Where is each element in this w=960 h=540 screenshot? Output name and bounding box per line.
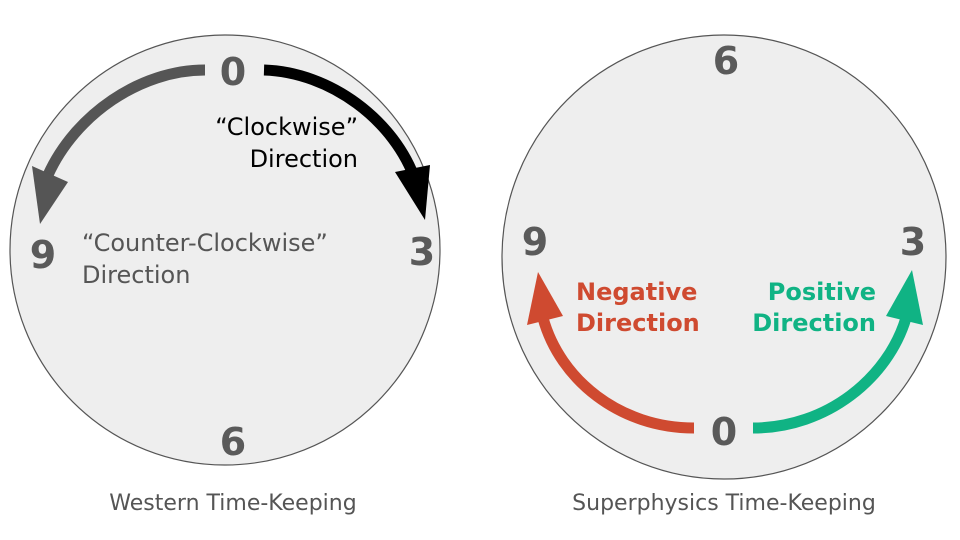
counter-clockwise-label: “Counter-Clockwise”	[82, 229, 328, 257]
clockwise-arrow-icon	[263, 64, 430, 220]
superphysics-number-left: 9	[522, 220, 548, 264]
western-clock-face	[9, 34, 441, 466]
positive-direction-arrow-icon	[752, 270, 923, 434]
western-caption: Western Time-Keeping	[109, 491, 356, 516]
western-number-left: 9	[30, 233, 56, 277]
clockwise-label-direction: Direction	[250, 145, 358, 173]
superphysics-caption: Superphysics Time-Keeping	[572, 491, 876, 516]
superphysics-number-top: 6	[713, 39, 739, 83]
western-number-top: 0	[220, 50, 246, 94]
positive-label-direction: Direction	[752, 309, 876, 337]
western-number-right: 3	[409, 230, 435, 274]
superphysics-number-bottom: 0	[711, 410, 737, 454]
negative-label: Negative	[576, 278, 697, 306]
superphysics-clock: 6 3 0 9 Negative Direction Positive Dire…	[501, 34, 947, 516]
negative-label-direction: Direction	[576, 309, 700, 337]
western-number-bottom: 6	[220, 420, 246, 464]
western-clock: 0 3 6 9 “Clockwise” Direction “Counter-C…	[9, 34, 441, 516]
counter-clockwise-arrow-icon	[32, 64, 206, 224]
counter-clockwise-label-direction: Direction	[82, 261, 190, 289]
clockwise-label: “Clockwise”	[215, 113, 358, 141]
superphysics-clock-face	[501, 34, 947, 480]
negative-direction-arrow-icon	[527, 272, 695, 434]
positive-label: Positive	[768, 278, 876, 306]
superphysics-number-right: 3	[900, 220, 926, 264]
